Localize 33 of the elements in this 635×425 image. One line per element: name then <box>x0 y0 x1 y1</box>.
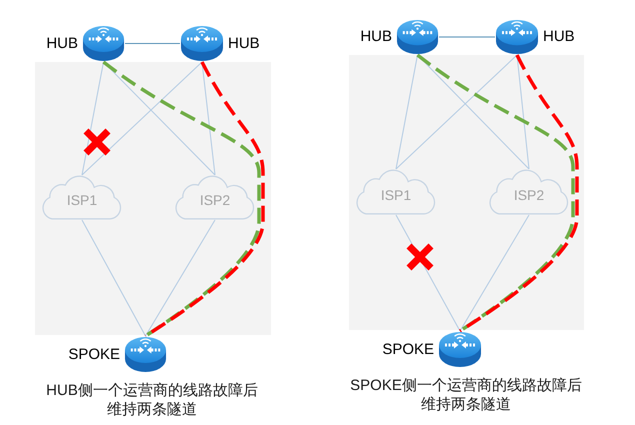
dashed-line <box>144 61 265 338</box>
link-line <box>103 62 216 176</box>
link-line <box>396 54 518 170</box>
link-line <box>460 214 530 332</box>
link-line <box>82 220 146 336</box>
dashed-line <box>102 60 261 338</box>
device-label: HUB <box>543 28 575 46</box>
device-label: HUB <box>228 34 260 52</box>
isp-cloud <box>356 169 436 215</box>
dashed-line <box>459 54 579 332</box>
cloud-label: ISP1 <box>66 192 98 209</box>
link-line <box>124 43 180 44</box>
link-line <box>82 62 202 176</box>
isp-cloud <box>175 175 255 220</box>
dashed-line <box>416 54 575 332</box>
cloud-label: ISP1 <box>380 186 412 204</box>
device-label: HUB <box>46 34 78 52</box>
device-label: SPOKE <box>68 346 120 364</box>
isp-cloud <box>42 175 122 220</box>
background-panel <box>349 55 584 330</box>
link-line <box>396 54 418 170</box>
link-line <box>417 54 530 170</box>
device-label: HUB <box>360 28 392 46</box>
link-line <box>145 220 216 336</box>
isp-cloud <box>489 169 569 215</box>
cloud-label: ISP2 <box>514 186 544 204</box>
caption-text: HUB侧一个运营商的线路故障后维持两条隧道 <box>45 381 259 419</box>
cloud-label: ISP2 <box>200 192 230 209</box>
background-panel <box>35 62 271 335</box>
caption-text: SPOKE侧一个运营商的线路故障后维持两条隧道 <box>349 376 583 414</box>
link-line <box>82 62 104 176</box>
device-label: SPOKE <box>382 340 434 358</box>
link-line <box>438 36 496 38</box>
